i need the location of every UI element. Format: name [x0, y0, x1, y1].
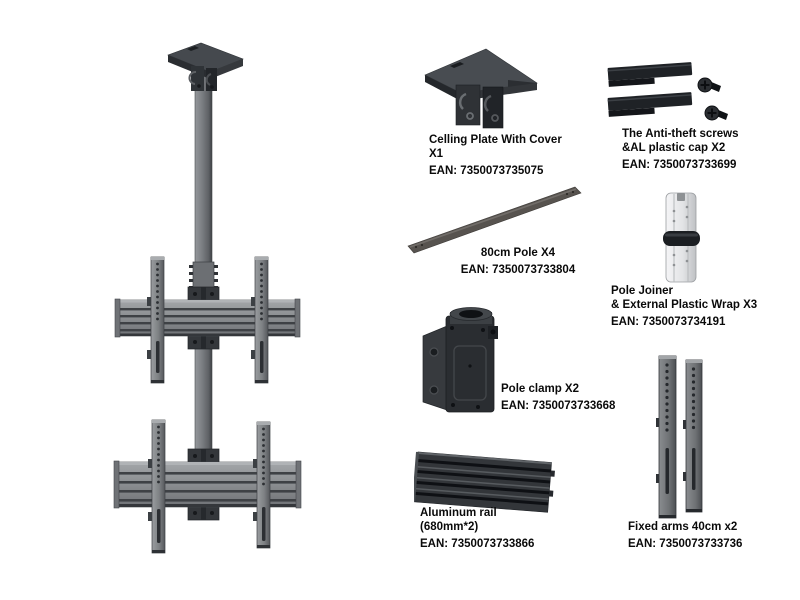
- pole-ean: EAN: 7350073733804: [460, 264, 576, 276]
- pole-clamp-image: [422, 307, 498, 413]
- upper-rail: [114, 298, 301, 338]
- fixed-arms-label: Fixed arms 40cm x2 EAN: 7350073733736: [628, 520, 742, 551]
- ceiling-plate-label-line2: X1: [429, 148, 444, 160]
- lower-right-arm: [253, 421, 271, 549]
- pole-label-line1: 80cm Pole X4: [480, 247, 556, 259]
- main-ceiling-plate: [167, 42, 244, 91]
- anti-theft-ean: EAN: 7350073733699: [622, 159, 737, 171]
- ceiling-plate-label: Celling Plate With Cover X1 EAN: 7350073…: [429, 133, 562, 178]
- pole-joiner-image: [663, 192, 700, 283]
- ceiling-plate-label-line1: Celling Plate With Cover: [429, 134, 562, 146]
- fixed-arm: [656, 355, 677, 519]
- upper-left-arm: [147, 256, 165, 384]
- anti-theft-label-line2: &AL plastic cap X2: [622, 142, 726, 154]
- aluminum-rail-image: [414, 451, 555, 513]
- pole-joiner-ean: EAN: 7350073734191: [611, 316, 726, 328]
- anti-theft-screws-image: [607, 62, 728, 121]
- pole-clamp-label-line1: Pole clamp X2: [501, 383, 579, 395]
- lower-left-arm: [148, 419, 166, 554]
- lower-rail: [113, 460, 302, 509]
- fixed-arm: [683, 359, 703, 513]
- fixed-arms-label-line1: Fixed arms 40cm x2: [628, 521, 738, 533]
- aluminum-rail-label-line1: Aluminum rail: [420, 507, 497, 519]
- aluminum-rail-label: Aluminum rail (680mm*2) EAN: 73500737338…: [420, 506, 534, 551]
- aluminum-rail-label-line2: (680mm*2): [420, 521, 479, 533]
- upper-tier: [114, 256, 301, 384]
- upper-right-arm: [251, 256, 269, 384]
- screw-icon: [704, 105, 728, 121]
- fixed-arms-image: [656, 355, 703, 519]
- aluminum-rail-ean: EAN: 7350073733866: [420, 538, 535, 550]
- pole-label: 80cm Pole X4 EAN: 7350073733804: [458, 246, 578, 277]
- screw-icon: [697, 77, 721, 93]
- fixed-arms-ean: EAN: 7350073733736: [628, 538, 743, 550]
- anti-theft-label-line1: The Anti-theft screws: [622, 128, 739, 140]
- pole-clamp-ean: EAN: 7350073733668: [501, 400, 616, 412]
- pole-joiner-label-line2: & External Plastic Wrap X3: [611, 299, 758, 311]
- main-pole: [189, 63, 218, 465]
- pole-joiner-label: Pole Joiner & External Plastic Wrap X3 E…: [611, 284, 757, 329]
- anti-theft-label: The Anti-theft screws &AL plastic cap X2…: [622, 127, 739, 172]
- ceiling-plate-image: [424, 48, 538, 129]
- pole-clamp-label: Pole clamp X2 EAN: 7350073733668: [501, 382, 615, 413]
- ceiling-plate-ean: EAN: 7350073735075: [429, 165, 544, 177]
- pole-joiner-label-line1: Pole Joiner: [611, 285, 673, 297]
- mount-assembly-illustration: [113, 42, 302, 554]
- pole-image: [407, 186, 582, 254]
- lower-tier: [113, 419, 302, 554]
